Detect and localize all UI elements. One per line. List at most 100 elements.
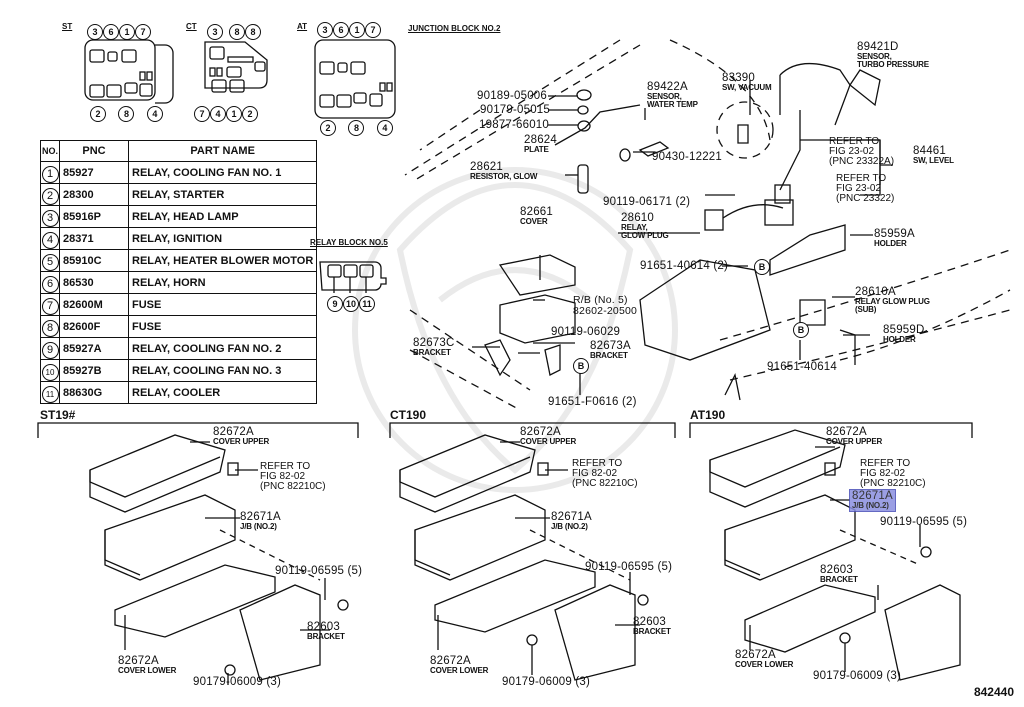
part-number: 82672A <box>213 426 254 438</box>
part-name: TURBO PRESSURE <box>857 60 929 69</box>
part-label-90189-05006[interactable]: 90189-05006 <box>477 90 547 102</box>
header-pnc: PNC <box>59 140 129 162</box>
part-label-91651-F0616[interactable]: 91651-F0616 (2) <box>548 396 637 408</box>
row-number: 2 <box>40 183 60 206</box>
number-circle: 7 <box>41 298 59 315</box>
b-marker: B <box>754 259 770 275</box>
part-label-rb5[interactable]: R/B (No. 5)82602-20500 <box>573 295 637 317</box>
callout-number: 8 <box>229 24 245 40</box>
row-number: 6 <box>40 271 60 294</box>
part-label-nut[interactable]: 90179-06009 (3) <box>193 676 282 688</box>
part-name-cell: RELAY, COOLING FAN NO. 3 <box>127 359 318 382</box>
part-name: SENSOR, <box>647 92 682 101</box>
part-number: 84461 <box>913 145 946 157</box>
part-number: 82603 <box>820 564 853 576</box>
pnc-cell: 28371 <box>59 227 129 250</box>
part-name-cell: RELAY, STARTER <box>127 183 318 206</box>
number-circle: 1 <box>41 166 59 183</box>
table-header-row: NO. PNC PART NAME <box>40 140 318 162</box>
part-label-91651-40614-2[interactable]: 91651-40614 (2) <box>640 260 729 272</box>
row-number: 3 <box>40 205 60 228</box>
part-number: 82661 <box>520 206 553 218</box>
part-label-nut[interactable]: 90179-06009 (3) <box>813 670 902 682</box>
part-name: R/B (No. 5) <box>573 294 628 306</box>
part-label-90119-06029[interactable]: 90119-06029 <box>551 326 621 338</box>
relay-block-title: RELAY BLOCK NO.5 <box>310 238 388 247</box>
part-number: 82671A <box>852 490 893 502</box>
callout-number: 8 <box>245 24 261 40</box>
refer-fig-82-02[interactable]: REFER TO FIG 82-02 (PNC 82210C) <box>572 458 638 489</box>
row-number: 9 <box>40 337 60 360</box>
part-name-cell: RELAY, HEAD LAMP <box>127 205 318 228</box>
part-label-90179-05015[interactable]: 90179-05015 <box>480 104 550 116</box>
section-title: AT190 <box>690 408 726 422</box>
callout-number: 8 <box>118 106 135 122</box>
part-name: (SUB) <box>855 305 877 314</box>
part-label-bolt[interactable]: 90119-06595 (5) <box>880 516 968 528</box>
ct-layout-label: CT <box>186 22 197 31</box>
refer-fig-23-02-23322A[interactable]: REFER TO FIG 23-02 (PNC 23322A) <box>829 136 895 167</box>
part-label-91651-40614[interactable]: 91651-40614 <box>767 361 837 373</box>
refer-fig-82-02[interactable]: REFER TO FIG 82-02 (PNC 82210C) <box>860 458 926 489</box>
part-label-bolt[interactable]: 90119-06595 (5) <box>585 561 673 573</box>
part-label-90119-06171[interactable]: 90119-06171 (2) <box>603 196 691 208</box>
number-circle: 11 <box>41 386 59 403</box>
row-number: 7 <box>40 293 60 316</box>
number-circle: 9 <box>41 342 59 359</box>
part-label-90430-12221[interactable]: 90430-12221 <box>652 151 722 163</box>
watermark-emblem <box>352 167 678 493</box>
part-name: COVER UPPER <box>826 437 883 446</box>
part-number: 28610A <box>855 286 896 298</box>
callout-number: 2 <box>320 120 336 136</box>
part-name: BRACKET <box>633 627 671 636</box>
refer-fig-82-02[interactable]: REFER TO FIG 82-02 (PNC 82210C) <box>260 461 326 492</box>
part-label-19877-66010[interactable]: 19877-66010 <box>479 119 549 131</box>
figure-number: 842440 <box>973 685 1014 699</box>
part-label-nut[interactable]: 90179-06009 (3) <box>502 676 591 688</box>
relay-block-5 <box>319 261 387 293</box>
part-label-bolt[interactable]: 90119-06595 (5) <box>275 565 363 577</box>
callout-number: 6 <box>333 22 349 38</box>
refer-fig-23-02-23322[interactable]: REFER TO FIG 23-02 (PNC 23322) <box>836 173 895 204</box>
